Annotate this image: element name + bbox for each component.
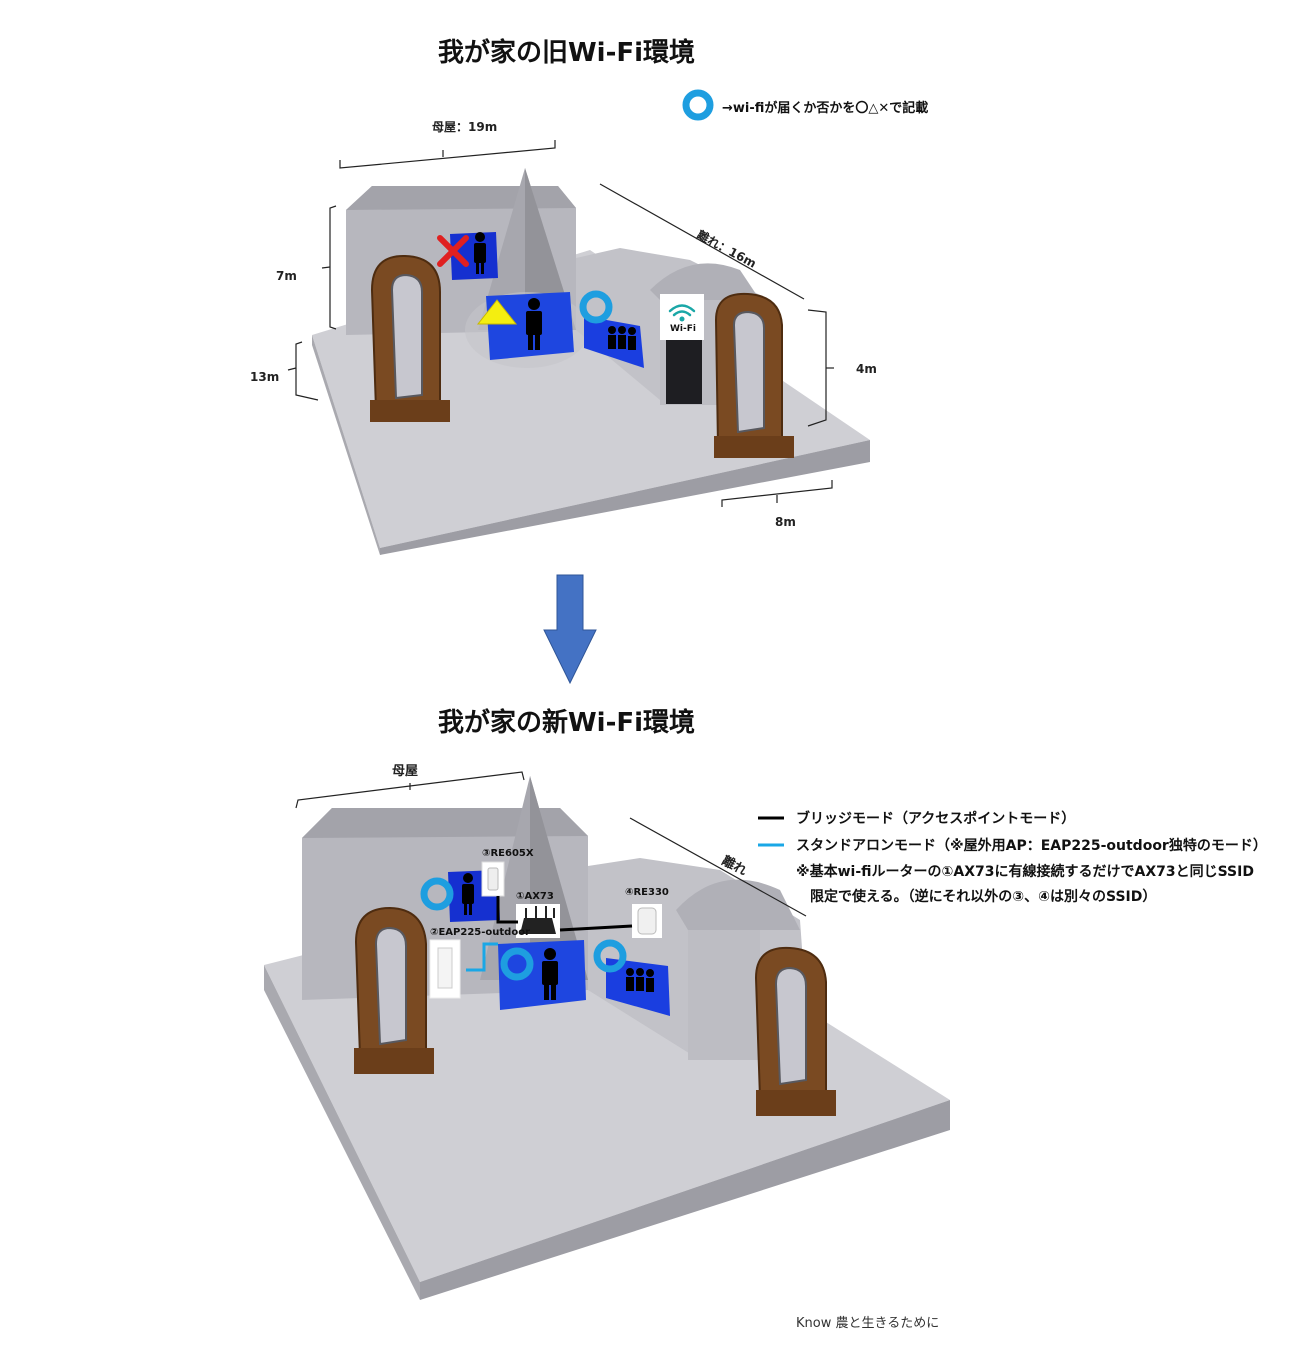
note-line-1: ※基本wi-fiルーターの①AX73に有線接続するだけでAX73と同じSSID bbox=[796, 864, 1254, 880]
footer-credit: Know 農と生きるために bbox=[796, 1316, 940, 1331]
old-title: 我が家の旧Wi-Fi環境 bbox=[438, 38, 696, 68]
device-eap225-label: ②EAP225-outdoor bbox=[430, 927, 530, 938]
device-re330-label: ④RE330 bbox=[625, 887, 669, 898]
old-dim-main-house: 母屋：19m bbox=[432, 120, 498, 134]
legend-bridge-text: ブリッジモード（アクセスポイントモード） bbox=[796, 811, 1076, 827]
old-dim-height-annex: 4m bbox=[856, 362, 877, 376]
legend-standalone-text: スタンドアロンモード（※屋外用AP：EAP225-outdoor独特のモード） bbox=[796, 838, 1267, 854]
note-line-2: 限定で使える。（逆にそれ以外の③、④は別々のSSID） bbox=[810, 889, 1157, 905]
new-label-main-house: 母屋 bbox=[392, 764, 419, 779]
device-ax73-label: ①AX73 bbox=[516, 891, 554, 902]
old-dim-height-main: 7m bbox=[276, 269, 297, 283]
old-dim-width-annex: 8m bbox=[775, 515, 796, 529]
old-legend-text: →wi-fiが届くか否かを〇△✕で記載 bbox=[722, 101, 929, 116]
new-title: 我が家の新Wi-Fi環境 bbox=[438, 708, 696, 738]
device-re605x-label: ③RE605X bbox=[482, 848, 534, 859]
old-dim-depth-main: 13m bbox=[250, 370, 280, 384]
old-wifi-label: Wi-Fi bbox=[670, 324, 696, 334]
